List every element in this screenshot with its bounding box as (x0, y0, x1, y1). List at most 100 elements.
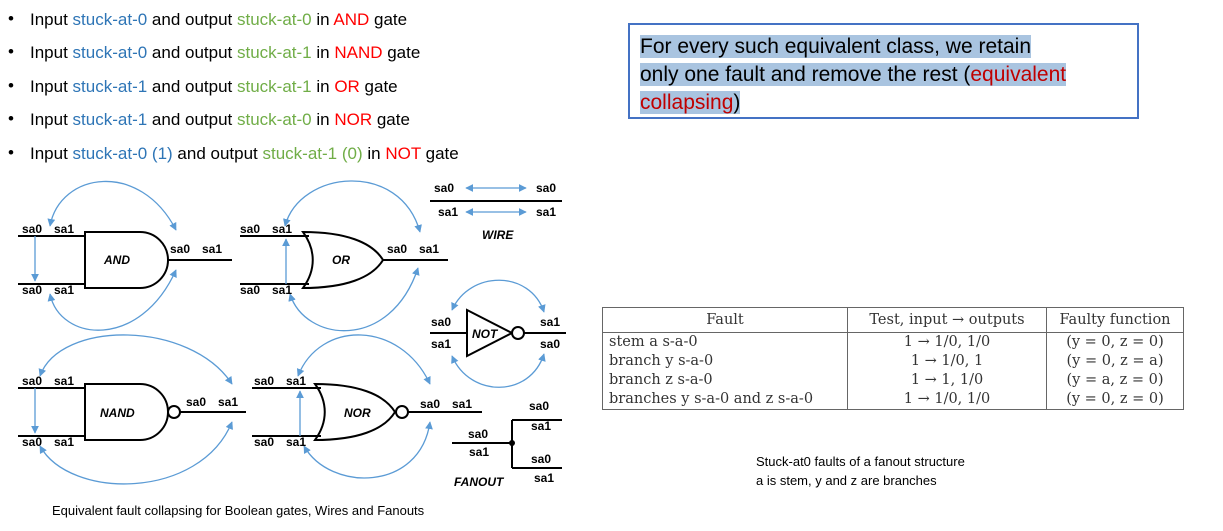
nand-gate: sa0 sa1 sa0 sa1 sa0 sa1 NAND (18, 334, 246, 485)
or-gate-label: OR (332, 253, 350, 267)
callout-line-1: For every such equivalent class, we reta… (640, 35, 1032, 58)
table-header-row: Fault Test, input → outputs Faulty funct… (602, 307, 1184, 333)
bullet-run: stuck-at-0 (237, 10, 312, 29)
table-row: stem a s-a-0 1 → 1/0, 1/0 (y = 0, z = 0) (602, 332, 1184, 352)
nor-gate: sa0 sa1 sa0 sa1 sa0 sa1 NOR (252, 334, 482, 479)
or-in1-sa1: sa1 (272, 222, 292, 236)
nor-in1-sa0: sa0 (254, 374, 274, 388)
test-cell: 1 → 1, 1/0 (847, 371, 1047, 390)
nor-in2-sa1: sa1 (286, 435, 306, 449)
bullet-run: Input (30, 77, 73, 96)
function-cell: (y = 0, z = 0) (1046, 332, 1184, 352)
not-in-sa0: sa0 (431, 315, 451, 329)
bullet-run: and output (147, 77, 237, 96)
function-cell: (y = a, z = 0) (1046, 371, 1184, 390)
fault-cell: branch y s-a-0 (602, 352, 848, 371)
table-caption-line-2: a is stem, y and z are branches (756, 473, 937, 488)
bullet-dot: • (8, 143, 14, 162)
nor-out-sa0: sa0 (420, 397, 440, 411)
bullet-run: stuck-at-1 (72, 110, 148, 129)
bullet-run: stuck-at-1 (72, 77, 148, 96)
bullet-run: in (311, 77, 335, 96)
bullet-run: and output (147, 110, 237, 129)
wire-fault: sa0 sa0 sa1 sa1 WIRE (430, 181, 562, 242)
wire-in-sa0: sa0 (434, 181, 454, 195)
col-header-fault: Fault (602, 307, 848, 333)
test-cell: 1 → 1/0, 1 (847, 352, 1047, 371)
test-cell: 1 → 1/0, 1/0 (847, 332, 1047, 352)
bullet-run: stuck-at-0 (72, 10, 148, 29)
table-caption-line-1: Stuck-at0 faults of a fanout structure (756, 454, 965, 469)
bullet-run: gate (369, 10, 408, 29)
wire-in-sa1: sa1 (438, 205, 458, 219)
bullet-dot: • (8, 9, 14, 28)
not-out-sa0: sa0 (540, 337, 560, 351)
wire-out-sa0: sa0 (536, 181, 556, 195)
or-in2-sa1: sa1 (272, 283, 292, 297)
not-in-sa1: sa1 (431, 337, 451, 351)
fanout-y-sa1: sa1 (531, 419, 551, 433)
bullet-run: Input (30, 43, 73, 62)
table-row: branch z s-a-0 1 → 1, 1/0 (y = a, z = 0) (602, 371, 1184, 390)
nand-in1-sa1: sa1 (54, 374, 74, 388)
nor-out-sa1: sa1 (452, 397, 472, 411)
fanout-label: FANOUT (454, 475, 505, 489)
bullet-run: Input (30, 144, 73, 163)
function-cell: (y = 0, z = a) (1046, 352, 1184, 371)
or-out-sa1: sa1 (419, 242, 439, 256)
nand-out-sa0: sa0 (186, 395, 206, 409)
nand-gate-label: NAND (100, 406, 135, 420)
bullet-run: NAND (334, 43, 383, 62)
fanout-a-sa0: sa0 (468, 427, 488, 441)
test-cell: 1 → 1/0, 1/0 (847, 390, 1047, 410)
fault-cell: stem a s-a-0 (602, 332, 848, 352)
bullet-run: OR (334, 77, 360, 96)
function-cell: (y = 0, z = 0) (1046, 390, 1184, 410)
nand-in2-sa1: sa1 (54, 435, 74, 449)
fault-collapsing-diagram: sa0 sa1 sa0 sa1 sa0 sa1 AND sa0 sa1 sa0 … (18, 180, 566, 489)
and-out-sa1: sa1 (202, 242, 222, 256)
bullet-dot: • (8, 42, 14, 61)
bullet-run: stuck-at-0 (1) (72, 144, 173, 163)
nor-in1-sa1: sa1 (286, 374, 306, 388)
bullet-run: NOT (385, 144, 421, 163)
col-header-faulty-function: Faulty function (1046, 307, 1184, 333)
bullet-run: and output (172, 144, 263, 163)
or-in2-sa0: sa0 (240, 283, 260, 297)
and-gate-label: AND (103, 253, 130, 267)
fanout-z-sa1: sa1 (534, 471, 554, 485)
fanout-y-sa0: sa0 (529, 399, 549, 413)
bullet-run: gate (382, 43, 421, 62)
fault-cell: branches y s-a-0 and z s-a-0 (602, 390, 848, 410)
bullet-text: Input stuck-at-0 and output stuck-at-0 i… (30, 10, 407, 30)
bullet-run: stuck-at-0 (72, 43, 148, 62)
bullet-dot: • (8, 76, 14, 95)
bullet-run: in (362, 144, 386, 163)
fanout-a-sa1: sa1 (469, 445, 489, 459)
bullet-run: and output (147, 10, 237, 29)
nor-gate-label: NOR (344, 406, 371, 420)
callout-text: For every such equivalent class, we reta… (640, 33, 1135, 117)
fanout-z-sa0: sa0 (531, 452, 551, 466)
fanout: sa0 sa1 sa0 sa1 sa0 sa1 FANOUT (452, 399, 562, 489)
fault-cell: branch z s-a-0 (602, 371, 848, 390)
callout-line-3b: ) (733, 91, 741, 114)
bullet-run: Input (30, 110, 73, 129)
nor-in2-sa0: sa0 (254, 435, 274, 449)
callout-line-2a: only one fault and remove the rest ( (640, 63, 971, 86)
bullet-run: in (311, 43, 335, 62)
bullet-text: Input stuck-at-1 and output stuck-at-0 i… (30, 110, 410, 130)
bullet-text: Input stuck-at-1 and output stuck-at-1 i… (30, 77, 398, 97)
bullet-run: stuck-at-0 (237, 110, 312, 129)
not-out-sa1: sa1 (540, 315, 560, 329)
and-in1-sa1: sa1 (54, 222, 74, 236)
callout-line-2b: equivalent (970, 63, 1067, 86)
not-gate-label: NOT (472, 327, 499, 341)
and-gate: sa0 sa1 sa0 sa1 sa0 sa1 AND (18, 180, 232, 331)
callout-line-3a: collapsing (640, 91, 734, 114)
table-row: branch y s-a-0 1 → 1/0, 1 (y = 0, z = a) (602, 352, 1184, 371)
bullet-text: Input stuck-at-0 and output stuck-at-1 i… (30, 43, 420, 63)
bullet-run: gate (372, 110, 410, 129)
bullet-dot: • (8, 109, 14, 128)
or-gate: sa0 sa1 sa0 sa1 sa0 sa1 OR (240, 180, 448, 332)
